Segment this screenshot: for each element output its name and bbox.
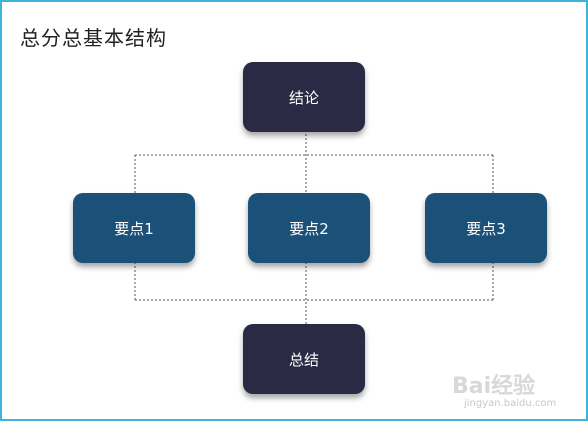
node-point-3-label: 要点3: [466, 219, 506, 238]
node-point-1-label: 要点1: [114, 219, 154, 238]
node-point-2-label: 要点2: [289, 219, 329, 238]
diagram-title: 总分总基本结构: [20, 26, 167, 50]
watermark-url: jingyan.baidu.com: [464, 398, 557, 409]
node-conclusion: 结论: [243, 62, 365, 132]
node-point-2: 要点2: [248, 193, 370, 263]
node-summary: 总结: [243, 324, 365, 394]
node-point-3: 要点3: [425, 193, 547, 263]
node-summary-label: 总结: [288, 350, 319, 369]
node-point-1: 要点1: [73, 193, 195, 263]
node-conclusion-label: 结论: [288, 88, 319, 107]
watermark-brand: Bai经验: [452, 374, 536, 399]
